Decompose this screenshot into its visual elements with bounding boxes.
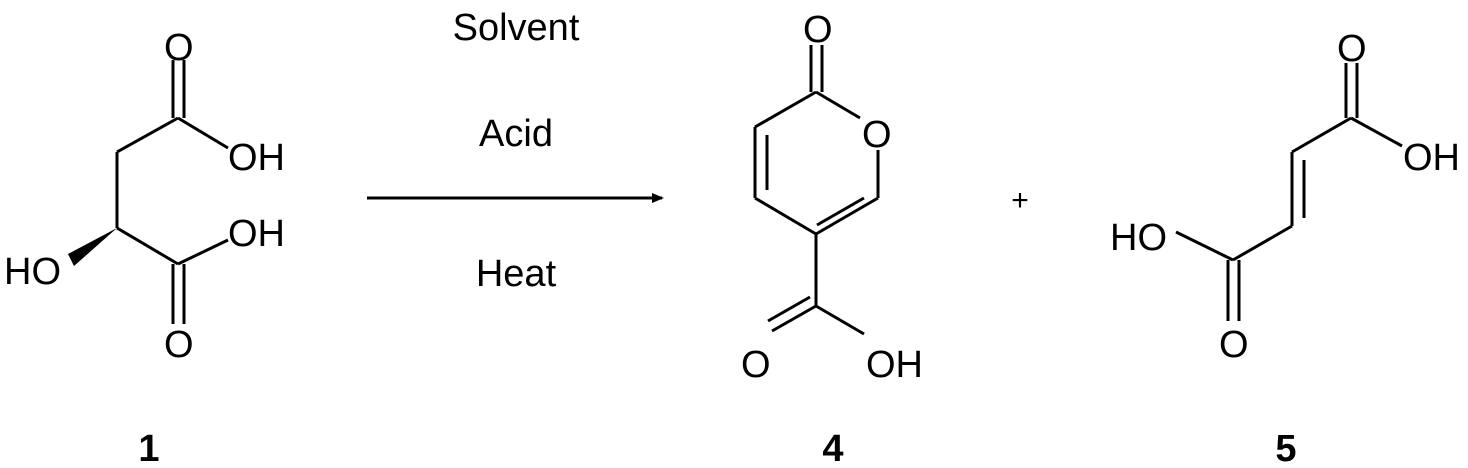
compound-4-structure [753,45,880,336]
compound-1-stereo-hydroxyl: HO [4,251,61,293]
compound-5-bottom-hydroxyl: HO [1110,217,1167,259]
compound-4-acid-carbonyl-o: O [741,344,771,386]
compound-4-lactone-carbonyl-o: O [803,9,833,51]
compound-4-acid-hydroxyl: OH [866,344,923,386]
plus-sign: + [1011,184,1029,217]
condition-solvent: Solvent [453,7,580,49]
compound-1-top-hydroxyl: OH [228,137,285,179]
compound-5-bottom-carbonyl-o: O [1219,324,1249,366]
compound-1-structure [68,60,229,324]
compound-5-number: 5 [1275,428,1296,468]
compound-4-number: 4 [822,428,843,468]
compound-1-top-carbonyl-o: O [164,27,194,69]
compound-5-top-hydroxyl: OH [1403,137,1460,179]
compound-5-structure [1175,63,1403,321]
condition-heat: Heat [476,253,557,295]
compound-1-number: 1 [138,428,159,468]
compound-4-ring-o: O [862,114,892,156]
condition-acid: Acid [479,113,553,155]
compound-1-middle-hydroxyl: OH [228,213,285,255]
compound-5-top-carbonyl-o: O [1337,28,1367,70]
compound-1-bottom-carbonyl-o: O [164,324,194,366]
